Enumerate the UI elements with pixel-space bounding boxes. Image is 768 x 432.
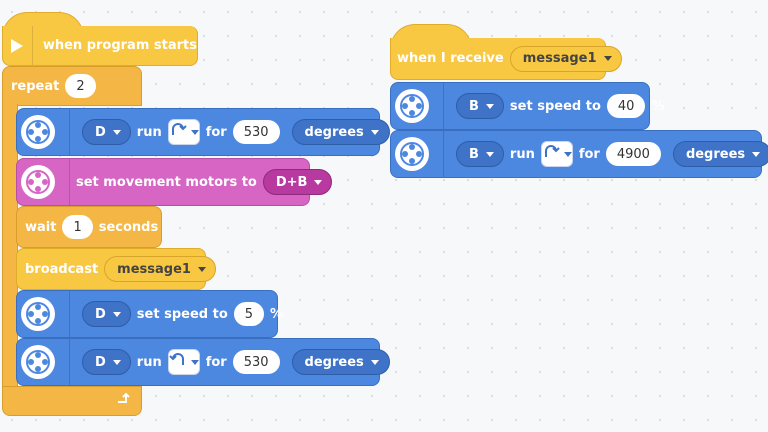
unit-dropdown[interactable]: degrees — [672, 141, 768, 167]
motor-port-value: B — [469, 146, 479, 162]
wait-label: wait — [25, 219, 57, 235]
percent-label: % — [270, 306, 284, 322]
amount-input[interactable]: 4900 — [605, 142, 661, 166]
hat-label: when program starts — [42, 38, 197, 53]
wait-input[interactable]: 1 — [62, 215, 93, 239]
amount-input[interactable]: 530 — [232, 350, 280, 374]
hat-label: when I receive — [397, 51, 504, 66]
movement-motors-icon — [21, 165, 55, 199]
motor-run-block[interactable]: D run for 530 degrees — [16, 108, 390, 156]
motor-port-dropdown[interactable]: D — [82, 119, 131, 145]
motor-icon — [395, 89, 429, 123]
unit-dropdown[interactable]: degrees — [291, 119, 390, 145]
motor-port-dropdown[interactable]: D — [82, 301, 131, 327]
unit-value: degrees — [304, 354, 364, 370]
chevron-down-icon — [112, 359, 121, 365]
clockwise-arrow-icon — [169, 121, 187, 143]
motor-icon — [395, 137, 429, 171]
motor-port-dropdown[interactable]: B — [456, 141, 504, 167]
broadcast-message-dropdown[interactable]: message1 — [104, 256, 216, 282]
for-label: for — [578, 146, 600, 162]
chevron-down-icon — [370, 129, 379, 135]
chevron-down-icon — [314, 179, 323, 185]
motor-port-dropdown[interactable]: B — [456, 93, 504, 119]
set-movement-motors-block[interactable]: set movement motors to D+B — [16, 158, 333, 206]
set-speed-block[interactable]: B set speed to 40 % — [390, 82, 664, 130]
unit-dropdown[interactable]: degrees — [291, 349, 390, 375]
motor-port-value: D — [95, 306, 106, 322]
movement-label: set movement motors to — [76, 174, 257, 190]
run-label: run — [136, 354, 162, 370]
chevron-down-icon — [197, 266, 206, 272]
wait-block[interactable]: wait 1 seconds — [16, 206, 162, 248]
set-speed-label: set speed to — [136, 306, 228, 322]
percent-label: % — [651, 98, 665, 114]
chevron-down-icon — [485, 151, 494, 157]
broadcast-message-value: message1 — [117, 261, 191, 277]
repeat-block-foot[interactable] — [2, 386, 142, 416]
set-speed-label: set speed to — [509, 98, 601, 114]
direction-dropdown[interactable] — [167, 349, 200, 375]
motor-port-dropdown[interactable]: D — [82, 349, 131, 375]
movement-ports-value: D+B — [275, 174, 308, 190]
motor-icon — [21, 297, 55, 331]
for-label: for — [205, 354, 227, 370]
receive-message-dropdown[interactable]: message1 — [509, 45, 622, 72]
set-speed-block[interactable]: D set speed to 5 % — [16, 290, 283, 338]
movement-ports-dropdown[interactable]: D+B — [262, 169, 333, 195]
amount-input[interactable]: 530 — [232, 120, 280, 144]
play-icon — [3, 26, 33, 65]
chevron-down-icon — [112, 129, 121, 135]
chevron-down-icon — [370, 359, 379, 365]
counterclockwise-arrow-icon — [169, 351, 187, 373]
motor-port-value: B — [469, 98, 479, 114]
chevron-down-icon — [190, 129, 199, 135]
chevron-down-icon — [485, 103, 494, 109]
broadcast-label: broadcast — [25, 261, 99, 277]
loop-arrow-icon — [115, 391, 131, 411]
motor-port-value: D — [95, 354, 106, 370]
speed-input[interactable]: 40 — [606, 94, 646, 118]
motor-port-value: D — [95, 124, 106, 140]
motor-icon — [21, 115, 55, 149]
speed-input[interactable]: 5 — [233, 302, 265, 326]
repeat-count-input[interactable]: 2 — [65, 74, 96, 98]
chevron-down-icon — [603, 56, 612, 61]
for-label: for — [205, 124, 227, 140]
unit-value: degrees — [304, 124, 364, 140]
motor-run-block[interactable]: D run for 530 degrees — [16, 338, 390, 386]
unit-value: degrees — [685, 146, 746, 162]
when-i-receive-block[interactable]: when I receive message1 — [390, 38, 622, 80]
repeat-label: repeat — [11, 78, 60, 94]
repeat-block[interactable]: repeat 2 — [2, 66, 142, 106]
direction-dropdown[interactable] — [167, 119, 200, 145]
direction-dropdown[interactable] — [540, 141, 573, 167]
run-label: run — [509, 146, 535, 162]
repeat-block-arm — [2, 104, 18, 394]
chevron-down-icon — [563, 151, 572, 157]
motor-run-block[interactable]: B run for 4900 degrees — [390, 130, 768, 178]
broadcast-block[interactable]: broadcast message1 — [16, 248, 216, 290]
chevron-down-icon — [112, 311, 121, 317]
when-program-starts-block[interactable]: when program starts — [2, 26, 198, 66]
chevron-down-icon — [752, 151, 761, 157]
receive-message-value: message1 — [522, 51, 597, 66]
motor-icon — [21, 345, 55, 379]
chevron-down-icon — [190, 359, 199, 365]
run-label: run — [136, 124, 162, 140]
wait-unit: seconds — [98, 219, 159, 235]
clockwise-arrow-icon — [542, 143, 560, 165]
